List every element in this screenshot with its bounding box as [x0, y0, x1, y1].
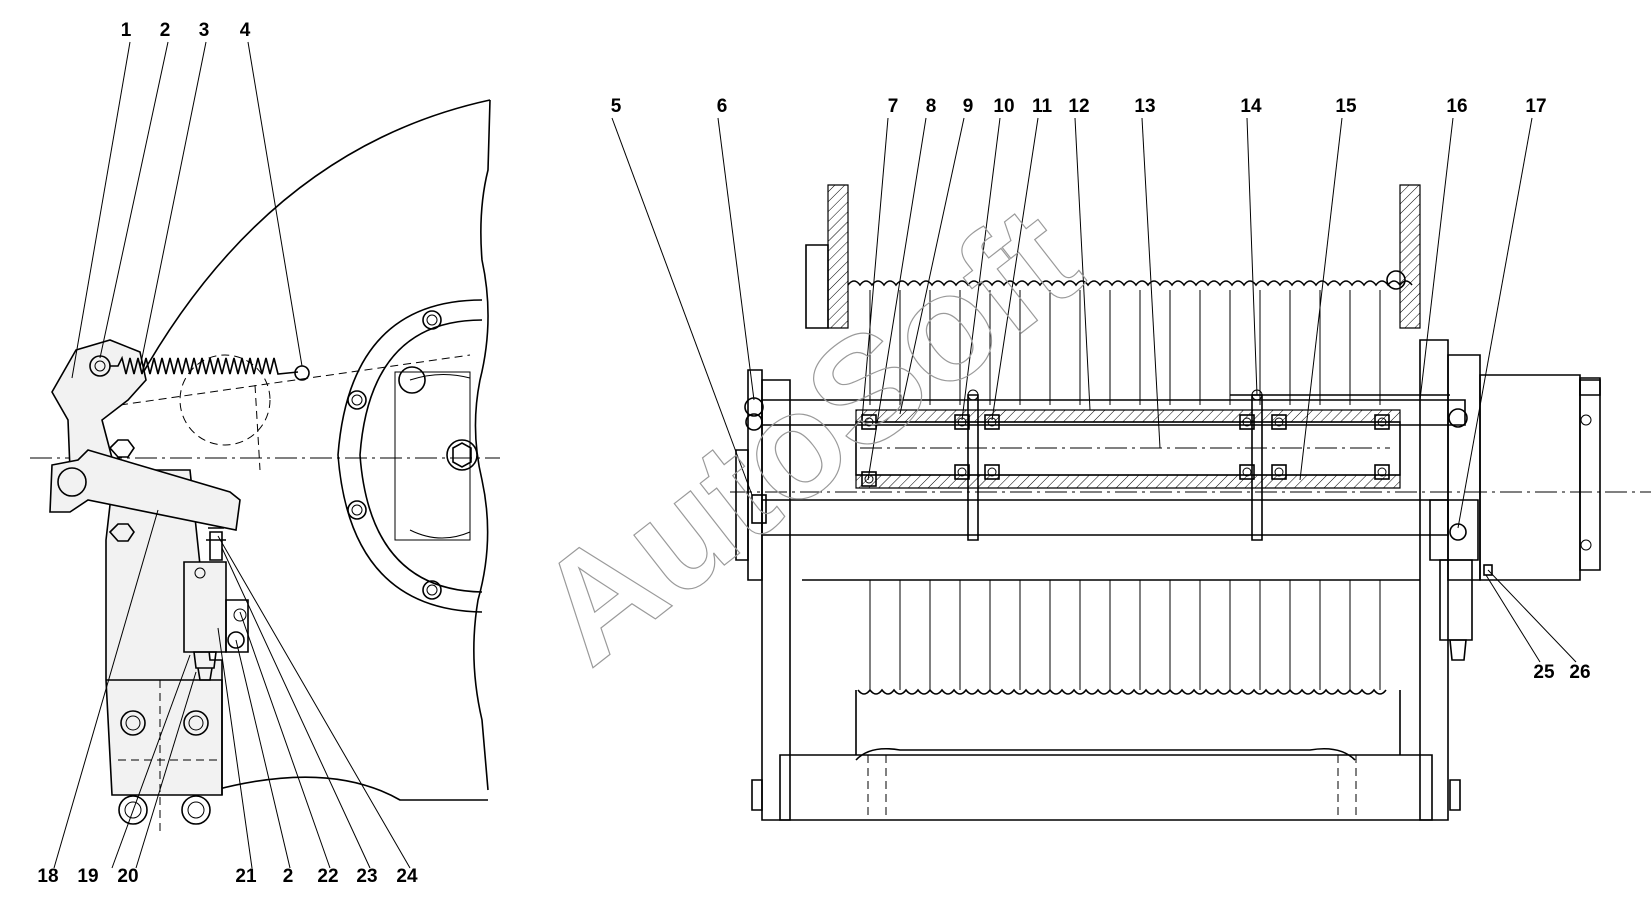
drum-bottom-arc — [855, 747, 1356, 761]
tie-rod-right — [1251, 394, 1263, 541]
hub-plate — [394, 371, 471, 541]
right-side-plate — [1419, 339, 1449, 821]
adjust-screw — [209, 531, 223, 561]
base-frame — [779, 754, 1433, 821]
callout-24: 24 — [396, 866, 418, 887]
callout-21: 21 — [235, 866, 257, 887]
callout-18: 18 — [37, 866, 58, 887]
brake-housing-right — [1429, 499, 1479, 561]
side-view — [30, 99, 500, 835]
left-side-plate — [761, 379, 791, 821]
callout-5: 5 — [611, 96, 622, 117]
drum-shading-top — [869, 290, 1381, 405]
flange-inner — [359, 319, 483, 593]
bracket-bolts — [108, 439, 211, 825]
shaft — [855, 421, 1401, 476]
switch-screw-top — [233, 608, 247, 622]
brake-pin — [1449, 523, 1467, 541]
leader-lines-left — [53, 41, 411, 869]
bracket-hidden — [118, 680, 222, 835]
left-set-screw — [751, 494, 767, 524]
leader-lines-right — [611, 117, 1577, 663]
callout-20: 20 — [117, 866, 138, 887]
hidden-circle — [179, 354, 271, 446]
callout-17: 17 — [1525, 96, 1546, 117]
callout-19: 19 — [77, 866, 98, 887]
brake-lever — [49, 449, 241, 531]
switch-mount — [225, 599, 249, 653]
motor-fitting — [1579, 377, 1601, 396]
right-flange — [1399, 184, 1421, 329]
right-nut — [1448, 408, 1468, 428]
cable-gland-right — [1449, 639, 1467, 661]
base-feet — [751, 779, 1461, 811]
flange-stud — [1386, 270, 1406, 290]
callout-7: 7 — [888, 96, 899, 117]
callout-22: 22 — [317, 866, 338, 887]
flange-bolts — [347, 310, 442, 600]
motor-housing — [1479, 374, 1581, 581]
callout-14: 14 — [1240, 96, 1262, 117]
tie-rod-left-pin — [967, 389, 979, 401]
callout-15: 15 — [1335, 96, 1357, 117]
bottom-contour — [214, 776, 488, 801]
tie-rod-left — [967, 394, 979, 541]
cable-gland — [193, 651, 217, 681]
spring-anchor-pin — [294, 365, 310, 381]
drum-shading-bottom — [869, 580, 1381, 690]
drum-flange-arc — [127, 99, 491, 401]
left-flange-boss — [805, 244, 829, 329]
callout-25: 25 — [1533, 662, 1555, 683]
callout-4: 4 — [240, 20, 251, 41]
callout-6: 6 — [717, 96, 728, 117]
switch-button — [194, 567, 206, 579]
flange-outer — [337, 299, 483, 613]
shaft-sleeve-bottom — [855, 474, 1401, 489]
callout-23: 23 — [356, 866, 377, 887]
callout-2: 2 — [160, 20, 171, 41]
callout-11: 11 — [1032, 96, 1053, 117]
motor-end — [1579, 379, 1601, 571]
callout-1: 1 — [121, 20, 132, 41]
drum-grooves-bottom — [857, 688, 1387, 695]
watermark-text: AutoSoft — [506, 173, 1108, 695]
hidden-lines — [119, 354, 471, 471]
adjust-nut — [206, 527, 226, 541]
callout-9: 9 — [963, 96, 974, 117]
pivot-pin-inner — [94, 360, 106, 372]
motor-bolt-top — [1580, 414, 1592, 426]
callout-8: 8 — [926, 96, 937, 117]
motor-adapter — [1447, 354, 1481, 581]
drum-grooves-top — [847, 280, 1413, 287]
callout-labels: 1 2 3 4 5 6 7 8 9 10 11 12 13 14 15 16 1… — [37, 20, 1590, 887]
motor-bolt-bottom — [1580, 539, 1592, 551]
callout-13: 13 — [1134, 96, 1155, 117]
left-nut-lower — [745, 413, 763, 431]
hub-curves — [409, 374, 471, 539]
base-hidden-bolts — [867, 755, 1357, 820]
small-fitting — [1483, 564, 1493, 576]
callout-3: 3 — [199, 20, 210, 41]
brake-switch-right — [1439, 559, 1473, 641]
left-end-boss — [735, 449, 749, 561]
break-line-right — [473, 99, 491, 791]
callout-10: 10 — [993, 96, 1014, 117]
bracket-lower — [106, 679, 223, 795]
tension-spring — [110, 355, 299, 375]
lever-roller — [57, 467, 87, 497]
callout-26: 26 — [1569, 662, 1590, 683]
drum-sides-bottom — [855, 690, 1401, 755]
callout-16: 16 — [1446, 96, 1467, 117]
callout-12: 12 — [1068, 96, 1089, 117]
center-hex-nut — [446, 439, 478, 471]
tie-bar — [761, 499, 1449, 536]
callout-2-lower: 2 — [283, 866, 294, 887]
switch-screw-bottom — [227, 631, 245, 649]
